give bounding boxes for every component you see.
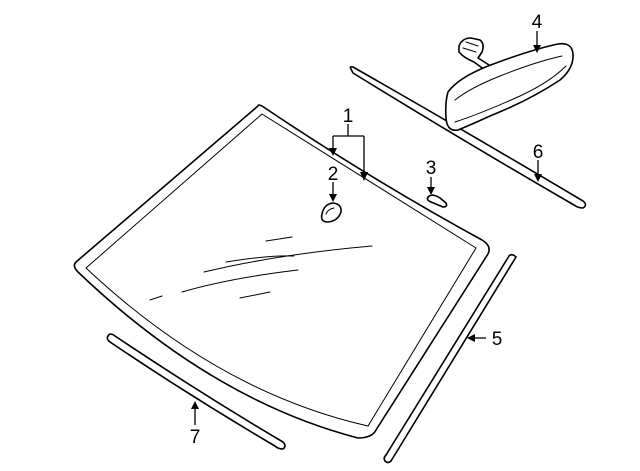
leader-lines [191,31,542,425]
rearview-mirror [444,37,574,132]
sensor-pad [426,194,448,208]
callout-2: 2 [328,164,339,185]
lower-molding [106,333,286,450]
callout-7: 7 [190,427,201,448]
windshield [73,104,490,439]
callout-5: 5 [492,329,503,350]
rain-sensor [320,202,342,223]
callout-4: 4 [532,12,543,33]
side-molding [383,253,517,464]
callout-6: 6 [533,142,544,163]
callout-1: 1 [343,106,354,127]
callout-3: 3 [426,158,437,179]
upper-molding [349,65,587,209]
